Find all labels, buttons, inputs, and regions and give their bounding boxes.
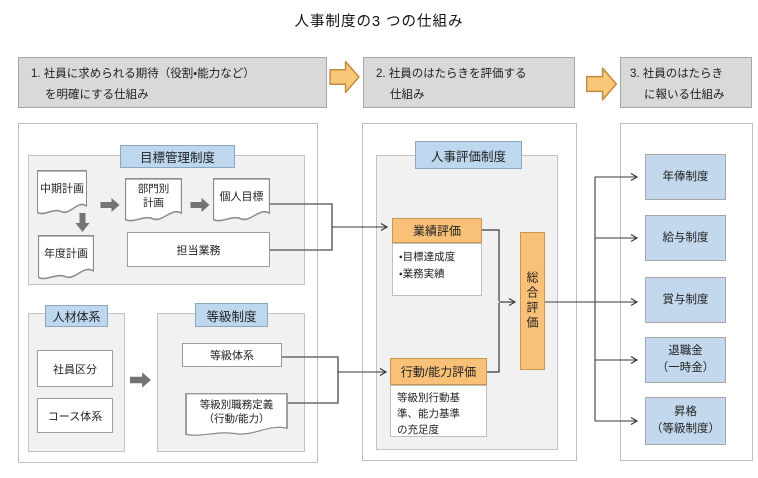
doc-grade-definition-label: 等級別職務定義 （行動/能力） [199, 399, 274, 425]
performance-eval-label: 業績評価 [412, 224, 461, 238]
arrow-dept-to-personal-icon [190, 198, 210, 212]
down-arrow-icon [75, 213, 90, 232]
course-label: コース体系 [47, 410, 103, 423]
arrow-hr-to-grade-icon [130, 372, 151, 388]
evaluation-panel-title: 人事評価制度 [415, 141, 522, 169]
arrow-mid-to-dept-icon [100, 198, 120, 212]
step-box-3: 3. 社員のはたらき に報いる仕組み [620, 57, 752, 108]
page-title: 人事制度の3 つの仕組み [294, 14, 464, 30]
evaluation-title-label: 人事評価制度 [430, 149, 506, 164]
grade-structure-label: 等級体系 [210, 350, 254, 362]
behavior-eval-header: 行動/能力評価 [390, 358, 487, 385]
hr-system-group-title: 人材体系 [45, 305, 108, 327]
grade-structure-box: 等級体系 [182, 343, 282, 367]
total-eval-box: 総合評価 [520, 232, 545, 370]
doc-personal-goal: 個人目標 [213, 178, 270, 226]
step-box-2: 2. 社員のはたらきを評価する 仕組み [363, 57, 575, 108]
reward-box-bonus: 賞与制度 [645, 277, 726, 323]
behavior-eval-details: 等級別行動基 準、能力基準 の充足度 [390, 385, 487, 437]
doc-mid-term-plan: 中期計画 [37, 170, 87, 219]
duty-box: 担当業務 [127, 232, 270, 267]
step-2-line-2: 仕組み [390, 89, 425, 102]
hr-system-label: 人材体系 [52, 309, 101, 324]
step-1-line-2: を明確にする仕組み [45, 89, 149, 102]
doc-grade-definition: 等級別職務定義 （行動/能力） [185, 393, 288, 439]
behavior-eval-label: 行動/能力評価 [400, 365, 477, 379]
step-3-line-2: に報いる仕組み [644, 89, 725, 102]
step-1-line-1: 1. 社員に求められる期待（役割・能力など） [31, 68, 255, 80]
doc-personal-goal-label: 個人目標 [219, 190, 264, 203]
course-box: コース体系 [37, 398, 113, 433]
duty-label: 担当業務 [176, 244, 221, 257]
grade-system-label: 等級制度 [206, 309, 257, 324]
goal-management-label: 目標管理制度 [139, 151, 215, 165]
doc-mid-term-plan-label: 中期計画 [40, 182, 84, 195]
employee-class-box: 社員区分 [37, 350, 113, 387]
doc-department-plan-label: 部門別 計画 [137, 183, 170, 209]
doc-annual-plan-label: 年度計画 [44, 247, 88, 260]
employee-class-label: 社員区分 [53, 363, 97, 376]
step-box-1: 1. 社員に求められる期待（役割・能力など） を明確にする仕組み [18, 57, 327, 108]
grade-system-group-title: 等級制度 [195, 303, 268, 327]
doc-annual-plan: 年度計画 [38, 235, 94, 284]
step-2-line-1: 2. 社員のはたらきを評価する [376, 68, 527, 80]
total-eval-label: 総合評価 [525, 271, 539, 331]
reward-box-annual-salary: 年俸制度 [645, 154, 726, 200]
goal-management-group-title: 目標管理制度 [120, 145, 235, 168]
flow-arrow-2-icon [585, 67, 618, 101]
doc-department-plan: 部門別 計画 [125, 178, 182, 226]
reward-box-retirement: 退職金 （一時金） [645, 337, 726, 383]
performance-eval-header: 業績評価 [392, 218, 482, 243]
step-3-line-1: 3. 社員のはたらき [630, 68, 724, 80]
flow-arrow-1-icon [329, 60, 360, 94]
performance-eval-details: ・目標達成度 ・業務実績 [392, 243, 482, 296]
reward-box-salary: 給与制度 [645, 215, 726, 261]
reward-box-promotion: 昇格 （等級制度） [645, 397, 726, 445]
